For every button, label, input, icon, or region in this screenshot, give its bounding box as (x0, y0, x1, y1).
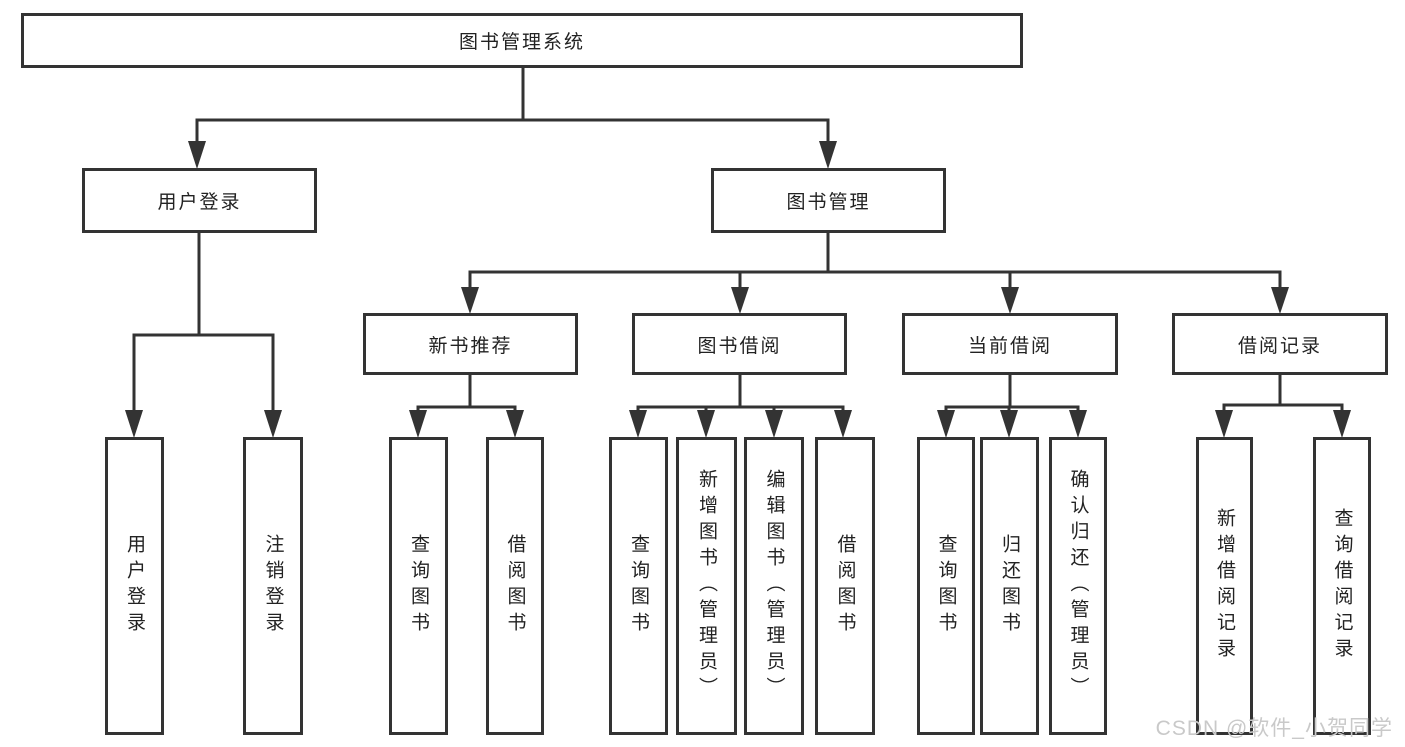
leaf-query-books-borrow: 查询图书 (609, 437, 668, 735)
node-label: 借阅记录 (1237, 335, 1322, 357)
node-label: 归还图书 (999, 534, 1020, 638)
node-label: 图书管理 (786, 192, 871, 213)
leaf-logout: 注销登录 (243, 437, 303, 735)
node-label: 确认归还（管理员） (1067, 469, 1089, 703)
leaf-user-login: 用户登录 (105, 437, 164, 735)
node-current-borrowing: 当前借阅 (902, 313, 1118, 375)
leaf-query-borrow-record: 查询借阅记录 (1313, 437, 1371, 735)
leaf-confirm-return-admin: 确认归还（管理员） (1049, 437, 1107, 735)
node-label: 新书推荐 (428, 335, 513, 357)
leaf-borrow-books: 借阅图书 (815, 437, 875, 735)
node-book-borrowing: 图书借阅 (632, 313, 847, 375)
node-new-book-recommend: 新书推荐 (363, 313, 578, 375)
node-label: 查询图书 (935, 534, 957, 638)
leaf-borrow-books-recommend: 借阅图书 (486, 437, 544, 735)
node-user-login-branch: 用户登录 (82, 168, 317, 233)
node-label: 新增借阅记录 (1214, 508, 1235, 664)
node-label: 图书借阅 (697, 335, 782, 357)
leaf-return-books: 归还图书 (980, 437, 1039, 735)
leaf-add-books-admin: 新增图书（管理员） (676, 437, 737, 735)
node-borrowing-records: 借阅记录 (1172, 313, 1388, 375)
node-label: 用户登录 (157, 192, 242, 213)
leaf-add-borrow-record: 新增借阅记录 (1196, 437, 1253, 735)
node-label: 新增图书（管理员） (696, 469, 717, 703)
node-label: 查询图书 (408, 534, 429, 638)
node-label: 注销登录 (262, 534, 284, 638)
node-book-management: 图书管理 (711, 168, 946, 233)
node-label: 借阅图书 (504, 534, 526, 638)
leaf-edit-books-admin: 编辑图书（管理员） (744, 437, 804, 735)
csdn-watermark: CSDN @软件_小贺同学 (1155, 717, 1393, 740)
leaf-query-books-recommend: 查询图书 (389, 437, 448, 735)
node-label: 用户登录 (124, 534, 145, 638)
leaf-query-books-current: 查询图书 (917, 437, 975, 735)
node-label: 图书管理系统 (458, 32, 585, 53)
node-library-management-system: 图书管理系统 (21, 13, 1023, 68)
node-label: 借阅图书 (834, 534, 856, 638)
node-label: 查询图书 (628, 534, 649, 638)
node-label: 当前借阅 (967, 335, 1052, 357)
node-label: 编辑图书（管理员） (763, 469, 785, 703)
node-label: 查询借阅记录 (1331, 508, 1353, 664)
